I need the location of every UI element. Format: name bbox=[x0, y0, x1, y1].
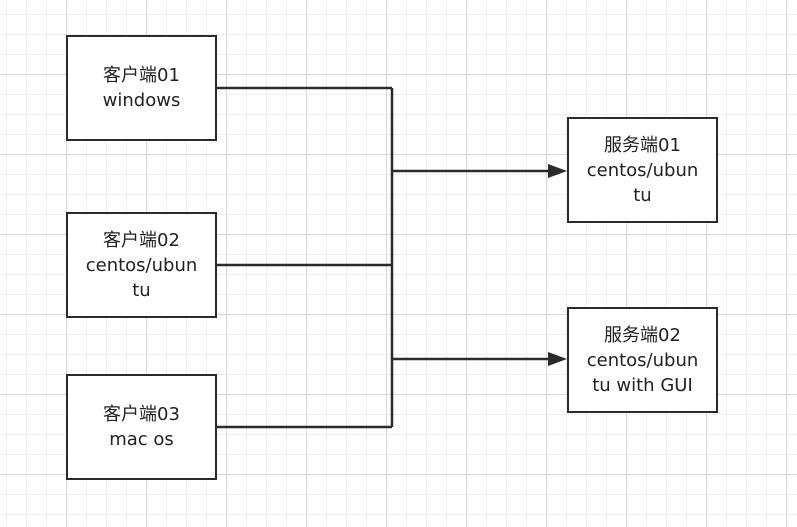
node-server-01[interactable]: 服务端01 centos/ubun tu bbox=[567, 117, 718, 223]
node-label: 服务端02 centos/ubun tu with GUI bbox=[586, 324, 699, 396]
arrowhead-server-01 bbox=[548, 164, 567, 178]
node-client-02[interactable]: 客户端02 centos/ubun tu bbox=[66, 212, 217, 318]
node-label: 客户端01 windows bbox=[102, 65, 181, 111]
node-client-01[interactable]: 客户端01 windows bbox=[66, 35, 217, 141]
node-server-02[interactable]: 服务端02 centos/ubun tu with GUI bbox=[567, 307, 718, 413]
arrowhead-server-02 bbox=[548, 352, 567, 366]
node-client-03[interactable]: 客户端03 mac os bbox=[66, 374, 217, 480]
node-label: 服务端01 centos/ubun tu bbox=[586, 134, 699, 206]
node-label: 客户端02 centos/ubun tu bbox=[85, 229, 198, 301]
node-label: 客户端03 mac os bbox=[103, 404, 180, 450]
